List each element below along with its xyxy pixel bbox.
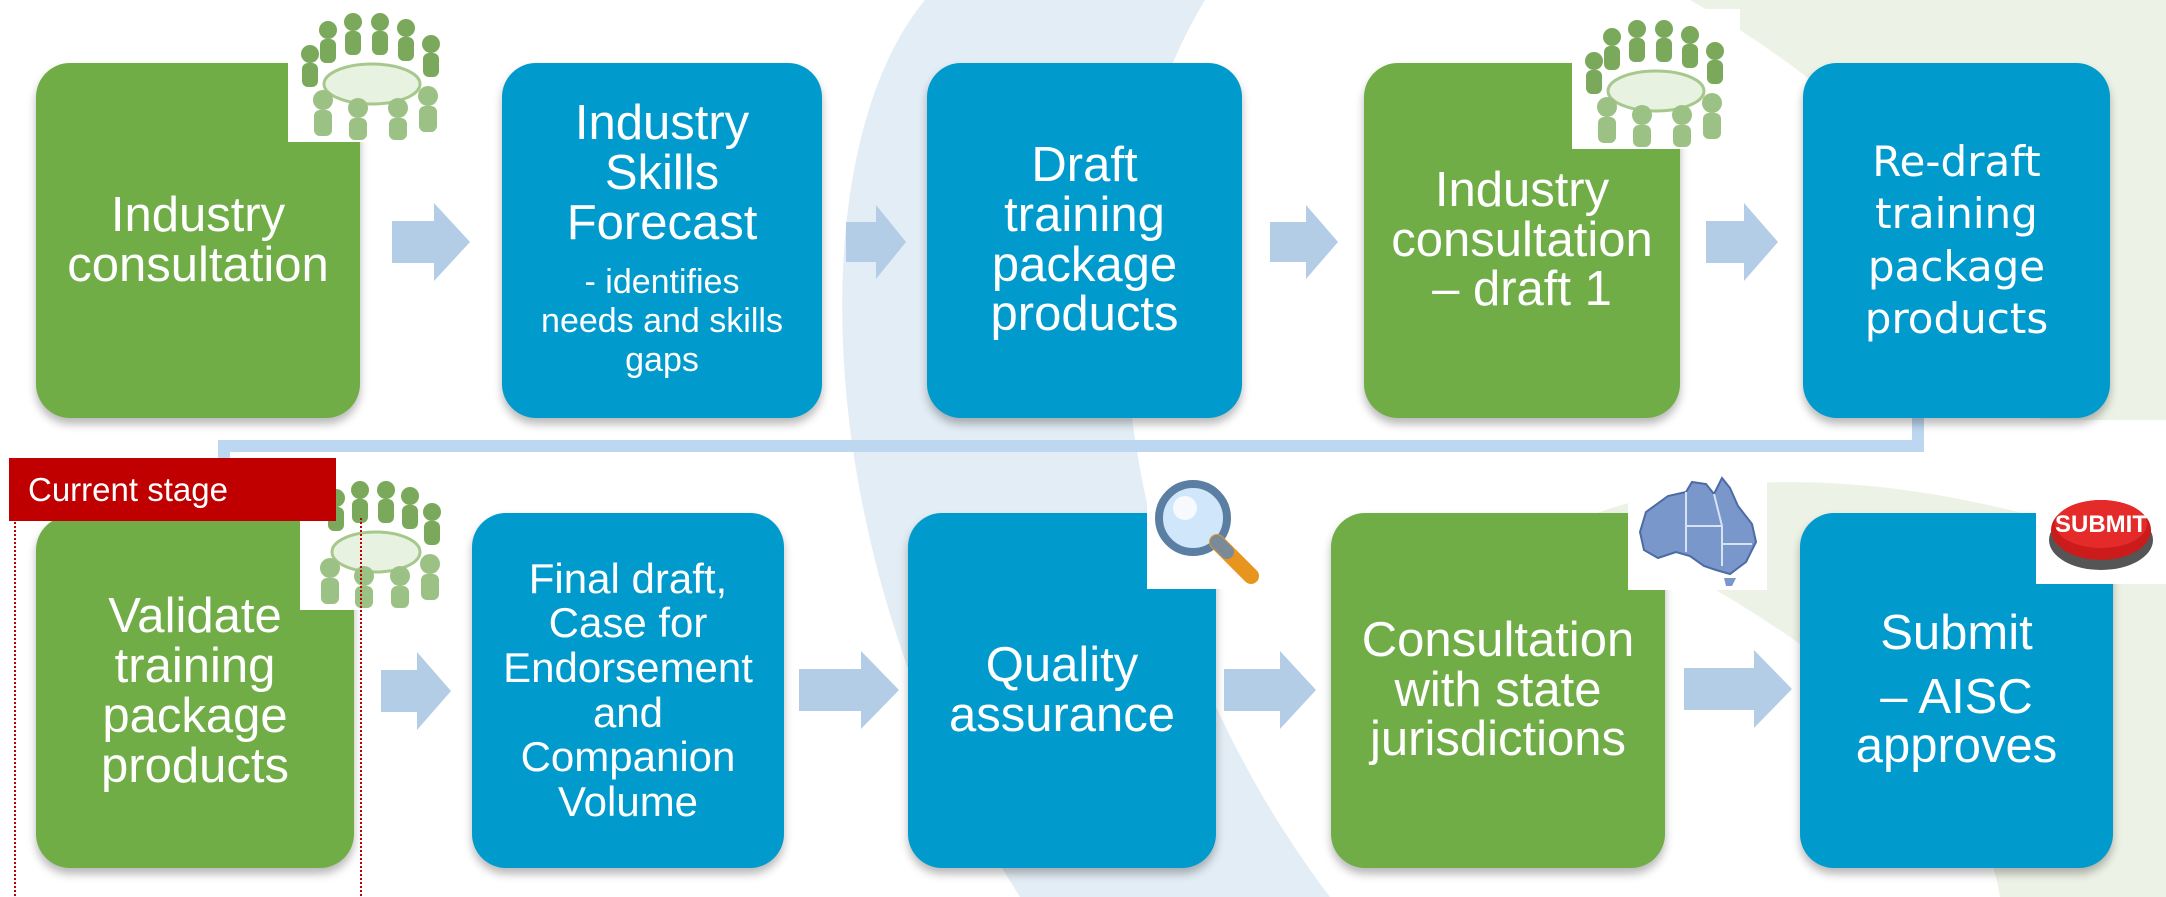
- submit-button-text: SUBMIT: [2055, 511, 2147, 538]
- step-title: Validate training package products: [101, 589, 289, 793]
- people-meeting-icon: [1572, 9, 1740, 149]
- current-stage-label: Current stage: [9, 458, 336, 521]
- arrow-right-icon: [1270, 205, 1338, 279]
- arrow-right-icon: [799, 651, 899, 729]
- step-title: Quality assurance: [948, 637, 1176, 742]
- submit-button-icon: SUBMIT: [2036, 472, 2166, 584]
- step-title: Industry Skills Forecast: [566, 96, 758, 250]
- step-title: Re-draft training package products: [1864, 136, 2049, 344]
- step-draft-training-package: Draft training package products: [927, 63, 1242, 418]
- step-title: Submit: [1880, 605, 2033, 660]
- arrow-right-icon: [392, 203, 470, 281]
- step-title: Industry consultation: [67, 187, 329, 292]
- step-title: Consultation with state jurisdictions: [1361, 612, 1635, 767]
- step-subtitle: - identifies needs and skills gaps: [541, 262, 783, 380]
- step-title: Industry consultation – draft 1: [1391, 162, 1653, 317]
- magnifying-glass-icon: [1147, 476, 1264, 589]
- step-redraft-training-package: Re-draft training package products: [1803, 63, 2110, 418]
- australia-map-icon: [1628, 470, 1767, 590]
- step-title: Final draft, Case for Endorsement and Co…: [503, 554, 753, 825]
- row-connector: [218, 405, 1924, 458]
- step-industry-skills-forecast: Industry Skills Forecast - identifies ne…: [502, 63, 822, 418]
- step-title: Draft training package products: [990, 137, 1179, 342]
- step-final-draft: Final draft, Case for Endorsement and Co…: [472, 513, 784, 868]
- arrow-right-icon: [1706, 203, 1778, 281]
- step-industry-consultation-draft-1: Industry consultation – draft 1: [1364, 63, 1680, 418]
- arrow-right-icon: [846, 205, 906, 279]
- arrow-right-icon: [1224, 651, 1316, 729]
- arrow-right-icon: [381, 652, 451, 730]
- people-meeting-icon: [288, 4, 455, 142]
- arrow-right-icon: [1684, 650, 1792, 728]
- step-title-2: – AISC approves: [1855, 669, 2058, 774]
- step-consultation-state-jurisdictions: Consultation with state jurisdictions: [1331, 513, 1665, 868]
